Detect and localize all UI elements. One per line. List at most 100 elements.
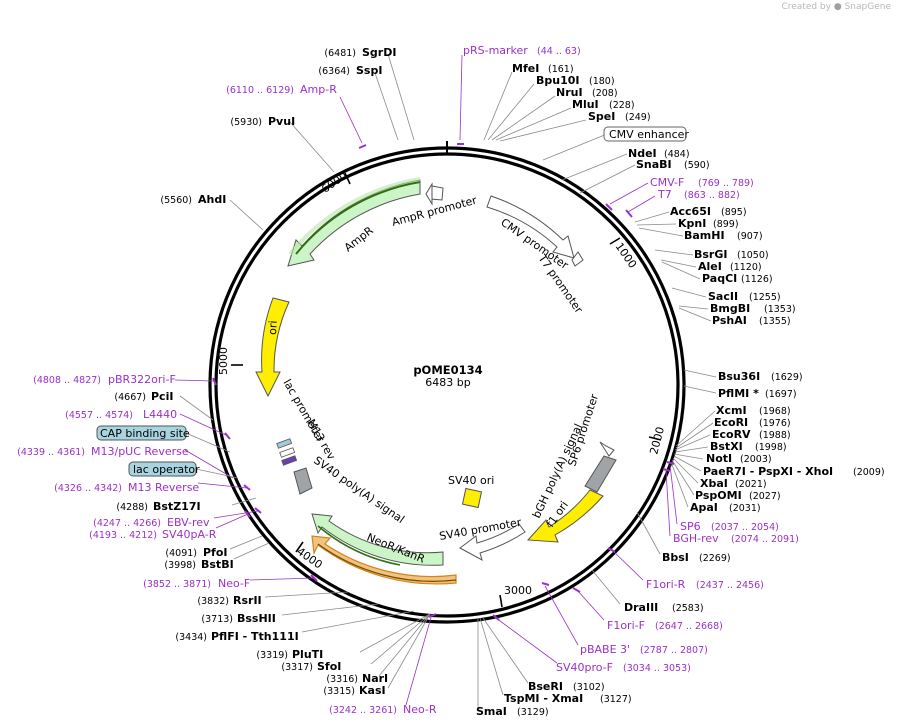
enzyme-name[interactable]: PluTI (292, 648, 323, 661)
feature-sv40-promoter[interactable] (459, 523, 526, 562)
primer-name[interactable]: pBABE 3' (580, 643, 630, 656)
enzyme-name[interactable]: BsrGI (694, 248, 727, 261)
enzyme-name[interactable]: XbaI (700, 477, 728, 490)
feature-ampr-promoter[interactable] (425, 182, 444, 206)
enzyme-name[interactable]: PaeR7I - PspXI - XhoI (703, 465, 833, 478)
primer-name[interactable]: Amp-R (300, 83, 337, 96)
feature-f1-ori[interactable] (526, 489, 604, 543)
primer-name[interactable]: SV40pro-F (556, 661, 613, 674)
primer-name[interactable]: M13/pUC Reverse (91, 445, 189, 458)
enzyme-name[interactable]: NruI (556, 86, 583, 99)
feature-sp6-promoter[interactable] (599, 441, 615, 457)
tick-label-3000: 3000 (504, 584, 532, 597)
enzyme-name[interactable]: PaqCI (702, 272, 737, 285)
enzyme-pos: (3129) (517, 707, 549, 718)
enzyme-name[interactable]: AhdI (198, 193, 226, 206)
primer-name[interactable]: pRS-marker (463, 44, 528, 57)
enzyme-name[interactable]: SgrDI (362, 46, 396, 59)
enzyme-name[interactable]: Bsu36I (718, 370, 760, 383)
enzyme-name[interactable]: KpnI (678, 217, 706, 230)
enzyme-name[interactable]: BseRI (528, 680, 563, 693)
enzyme-name[interactable]: NotI (706, 452, 732, 465)
enzyme-name[interactable]: PflMI * (718, 387, 759, 400)
enzyme-name[interactable]: BbsI (662, 551, 689, 564)
enzyme-bstz17i: (4288) BstZ17I (116, 497, 257, 513)
feature-ampr[interactable] (287, 177, 421, 267)
feature-cmv-promoter[interactable] (486, 195, 575, 259)
enzyme-name[interactable]: EcoRV (712, 428, 751, 441)
enzyme-name[interactable]: PshAI (712, 314, 747, 327)
feature-orange-arrow[interactable] (311, 535, 457, 585)
enzyme-name[interactable]: SacII (708, 290, 738, 303)
primer-name[interactable]: EBV-rev (167, 516, 210, 529)
enzyme-name[interactable]: BstBI (201, 558, 234, 571)
enzyme-name[interactable]: BstXI (710, 440, 743, 453)
enzyme-name[interactable]: MfeI (512, 62, 539, 75)
enzyme-name[interactable]: SnaBI (636, 158, 672, 171)
primer-name[interactable]: Neo-F (218, 577, 250, 590)
primer-name[interactable]: CMV-F (650, 176, 684, 189)
feature-t7-promoter[interactable] (571, 251, 584, 267)
enzyme-name[interactable]: KasI (359, 684, 386, 697)
tick-label-5000: 5000 (217, 347, 230, 375)
primer-name[interactable]: F1ori-F (607, 619, 645, 632)
primer-pbr322: (4808 .. 4827) pBR322ori-F (33, 373, 217, 386)
enzyme-name[interactable]: PciI (151, 390, 173, 403)
feature-sv40-ori[interactable] (461, 487, 483, 509)
primer-name[interactable]: F1ori-R (646, 578, 686, 591)
primer-group-cmv: CMV-F (769 .. 789) T7 (863 .. 882) (605, 176, 754, 218)
enzyme-name[interactable]: BssHII (237, 612, 276, 625)
feature-lac-small[interactable] (276, 438, 298, 466)
enzyme-name[interactable]: SpeI (588, 110, 615, 123)
enzyme-name[interactable]: XcmI (716, 404, 747, 417)
feature-bgh-polya[interactable] (584, 455, 617, 493)
enzyme-name[interactable]: MluI (572, 98, 599, 111)
enzyme-name[interactable]: BmgBI (710, 302, 750, 315)
snapgene-credit: Created by ● SnapGene (781, 2, 891, 12)
enzyme-name[interactable]: RsrII (233, 594, 262, 607)
feature-sv40-polya[interactable] (293, 467, 313, 495)
credit-brand: SnapGene (844, 2, 891, 12)
enzyme-name[interactable]: SmaI (476, 705, 507, 718)
cap-binding-site-label[interactable]: CAP binding site (96, 425, 231, 453)
feature-neor[interactable] (311, 513, 444, 566)
enzyme-name[interactable]: Bpu10I (536, 74, 580, 87)
lac-operator-label[interactable]: lac operator (128, 461, 239, 479)
enzyme-pos: (1968) (759, 406, 791, 417)
enzyme-name[interactable]: PspOMI (695, 489, 742, 502)
primer-group-m13: (4326 .. 4342) M13 Reverse (4339 .. 4361… (17, 445, 251, 494)
primer-name[interactable]: SV40pA-R (162, 528, 217, 541)
enzyme-pos: (3998) (164, 560, 196, 571)
enzyme-name[interactable]: NdeI (628, 147, 657, 160)
enzyme-name[interactable]: DraIII (624, 601, 658, 614)
primer-neo: (3242 .. 3261) Neo-R (3852 .. 3871) Neo-… (143, 574, 437, 716)
enzyme-pos: (6364) (318, 66, 350, 77)
primer-name[interactable]: pBR322ori-F (108, 373, 176, 386)
enzyme-name[interactable]: SfoI (317, 660, 341, 673)
primer-name[interactable]: BGH-rev (673, 532, 719, 545)
enzyme-name[interactable]: TspMI - XmaI (504, 692, 583, 705)
enzyme-name[interactable]: PfoI (203, 546, 228, 559)
enzyme-name[interactable]: ApaI (690, 501, 718, 514)
primer-name[interactable]: T7 (657, 188, 672, 201)
enzyme-name[interactable]: PvuI (268, 115, 295, 128)
primer-pos: (2787 .. 2807) (640, 645, 708, 656)
feature-ori[interactable] (255, 297, 290, 398)
enzyme-pos: (3832) (197, 596, 229, 607)
enzyme-name[interactable]: Acc65I (670, 205, 711, 218)
primer-name[interactable]: L4440 (143, 408, 177, 421)
primer-name[interactable]: M13 Reverse (128, 481, 199, 494)
enzyme-name[interactable]: BstZ17I (153, 500, 201, 513)
enzyme-name[interactable]: AleI (698, 260, 722, 273)
primer-name[interactable]: Neo-R (403, 703, 437, 716)
primer-name[interactable]: SP6 (680, 520, 701, 533)
primer-group-bottom: F1ori-F (2647 .. 2668) pBABE 3' (2787 ..… (492, 582, 723, 674)
cmv-enhancer-label[interactable]: CMV enhancer (542, 126, 689, 161)
enzyme-name[interactable]: BamHI (684, 229, 725, 242)
enzyme-name[interactable]: NarI (362, 672, 388, 685)
enzyme-name[interactable]: SspI (356, 64, 382, 77)
enzyme-name[interactable]: PflFI - Tth111I (211, 630, 299, 643)
primer-pos: (44 .. 63) (537, 46, 581, 57)
enzyme-name[interactable]: EcoRI (714, 416, 748, 429)
